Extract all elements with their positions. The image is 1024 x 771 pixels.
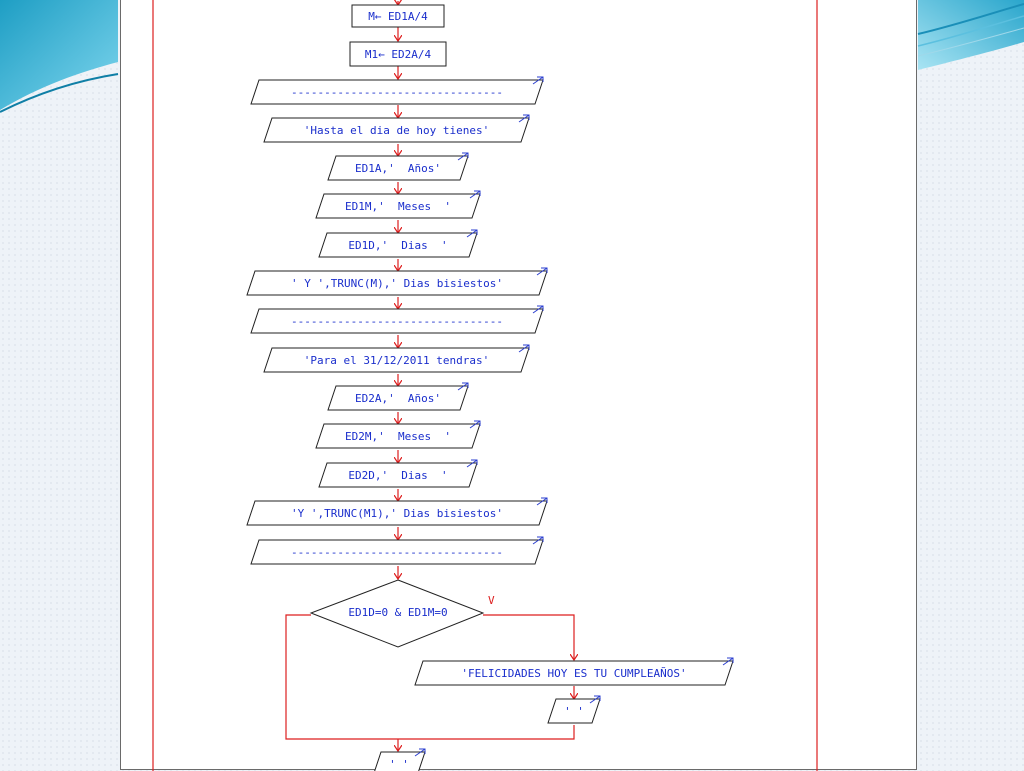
true-branch-label: V: [488, 594, 495, 607]
output-ed2m-meses: ED2M,' Meses ': [315, 420, 481, 449]
output-ed1d-dias: ED1D,' Dias ': [318, 229, 478, 258]
output-ed2a-anos: ED2A,' Años': [327, 382, 469, 411]
output-trunc-m: ' Y ',TRUNC(M),' Dias bisiestos': [246, 267, 548, 296]
output-arrow-icon: [469, 420, 481, 429]
output-ed2m-meses-label: ED2M,' Meses ': [345, 430, 451, 443]
decision-birthday-check: ED1D=0 & ED1M=0: [309, 579, 485, 648]
output-separator-3: --------------------------------: [250, 536, 544, 565]
output-separator-2: --------------------------------: [250, 305, 544, 334]
process-assign-m-label: M← ED1A/4: [368, 10, 428, 23]
output-separator-1-label: --------------------------------: [291, 86, 503, 99]
output-arrow-icon: [589, 695, 601, 704]
output-hasta-el-dia-label: 'Hasta el dia de hoy tienes': [304, 124, 489, 137]
left-swoosh: [0, 0, 118, 110]
output-separator-3-label: --------------------------------: [291, 546, 503, 559]
output-trunc-m1: 'Y ',TRUNC(M1),' Dias bisiestos': [246, 497, 548, 526]
output-blank-2-label: ' ': [389, 758, 409, 771]
output-felicidades-label: 'FELICIDADES HOY ES TU CUMPLEAÑOS': [461, 667, 686, 680]
output-arrow-icon: [469, 190, 481, 199]
right-swoosh-line-3: [917, 27, 1024, 57]
output-ed1m-meses-label: ED1M,' Meses ': [345, 200, 451, 213]
output-arrow-icon: [518, 344, 530, 353]
output-para-el-label: 'Para el 31/12/2011 tendras': [304, 354, 489, 367]
output-arrow-icon: [722, 657, 734, 666]
process-assign-m1: M1← ED2A/4: [349, 41, 447, 67]
output-arrow-icon: [536, 267, 548, 276]
decision-label: ED1D=0 & ED1M=0: [348, 606, 447, 619]
right-swoosh-line-2: [917, 15, 1024, 47]
right-swoosh-line-1: [917, 3, 1024, 35]
output-trunc-m1-label: 'Y ',TRUNC(M1),' Dias bisiestos': [291, 507, 503, 520]
output-arrow-icon: [457, 152, 469, 161]
output-ed2d-dias-label: ED2D,' Dias ': [348, 469, 447, 482]
output-arrow-icon: [466, 459, 478, 468]
outer-flow-frame: [152, 0, 818, 771]
flowchart-diagram: M← ED1A/4 M1← ED2A/4 -------------------…: [152, 0, 818, 771]
output-arrow-icon: [532, 76, 544, 85]
output-ed2a-anos-label: ED2A,' Años': [355, 392, 441, 405]
slide-page: M← ED1A/4 M1← ED2A/4 -------------------…: [120, 0, 917, 771]
output-blank-1-label: ' ': [564, 705, 584, 718]
output-separator-2-label: --------------------------------: [291, 315, 503, 328]
output-hasta-el-dia: 'Hasta el dia de hoy tienes': [263, 114, 530, 143]
output-para-el: 'Para el 31/12/2011 tendras': [263, 344, 530, 373]
output-arrow-icon: [518, 114, 530, 123]
process-assign-m1-label: M1← ED2A/4: [365, 48, 432, 61]
main-connectors: [285, 1, 574, 751]
left-swoosh-line: [0, 73, 119, 113]
output-blank-1: ' ': [547, 695, 601, 724]
output-arrow-icon: [414, 748, 426, 757]
output-ed1m-meses: ED1M,' Meses ': [315, 190, 481, 219]
output-arrow-icon: [532, 536, 544, 545]
output-arrow-icon: [457, 382, 469, 391]
output-arrow-icon: [466, 229, 478, 238]
output-arrow-icon: [532, 305, 544, 314]
process-assign-m: M← ED1A/4: [351, 4, 445, 28]
output-arrow-icon: [536, 497, 548, 506]
output-separator-1: --------------------------------: [250, 76, 544, 105]
output-felicidades: 'FELICIDADES HOY ES TU CUMPLEAÑOS': [414, 657, 734, 686]
output-ed1a-anos-label: ED1A,' Años': [355, 162, 441, 175]
output-ed2d-dias: ED2D,' Dias ': [318, 459, 478, 488]
output-ed1d-dias-label: ED1D,' Dias ': [348, 239, 447, 252]
output-ed1a-anos: ED1A,' Años': [327, 152, 469, 181]
output-trunc-m-label: ' Y ',TRUNC(M),' Dias bisiestos': [291, 277, 503, 290]
right-swoosh: [918, 0, 1024, 70]
